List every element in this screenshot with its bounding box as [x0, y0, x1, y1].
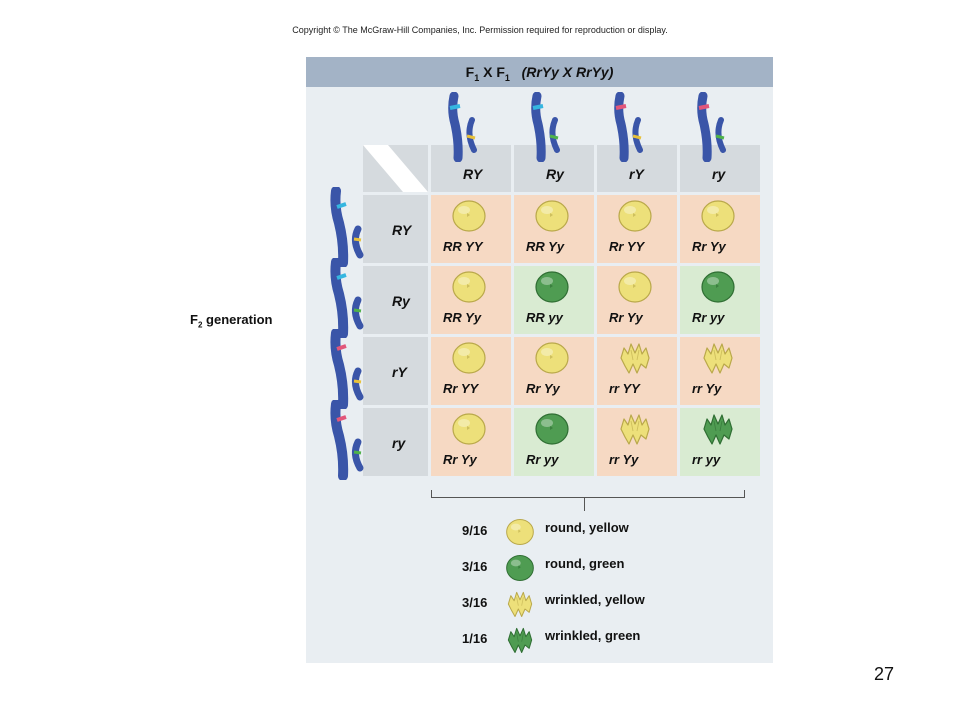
chromosome-icon	[330, 258, 380, 338]
gamete-row-label: Ry	[392, 293, 410, 309]
grid-corner	[363, 145, 428, 192]
legend-label: wrinkled, green	[545, 628, 641, 643]
round-yellow-pea-icon	[700, 198, 736, 234]
gamete-row-label: rY	[392, 364, 407, 380]
gamete-col-header	[431, 145, 511, 192]
round-yellow-pea-icon	[451, 198, 487, 234]
gamete-col-label: RY	[463, 166, 483, 182]
chromosome-icon	[330, 187, 380, 267]
legend-fraction: 3/16	[462, 559, 488, 574]
gamete-col-header	[597, 145, 677, 192]
round-yellow-pea-icon	[617, 198, 653, 234]
genotype-label: rr YY	[609, 381, 640, 396]
round-yellow-pea-icon	[451, 340, 487, 376]
round-yellow-pea-icon	[617, 269, 653, 305]
wrinkled-yellow-pea-icon	[700, 340, 736, 376]
genotype-label: Rr Yy	[443, 452, 477, 467]
gamete-col-label: ry	[712, 166, 726, 182]
round-yellow-pea-icon	[451, 411, 487, 447]
gamete-row-label: ry	[392, 435, 406, 451]
gamete-row-header	[363, 195, 428, 263]
round-green-pea-icon	[505, 553, 535, 583]
wrinkled-green-pea-icon	[700, 411, 736, 447]
gamete-row-header	[363, 266, 428, 334]
wrinkled-yellow-pea-icon	[617, 411, 653, 447]
slide-number: 27	[874, 664, 895, 684]
wrinkled-yellow-pea-icon	[617, 340, 653, 376]
genotype-label: rr yy	[692, 452, 721, 467]
cross-title: F1 X F1 (RrYy X RrYy)	[465, 64, 614, 83]
legend-fraction: 1/16	[462, 631, 488, 646]
chromosome-icon	[330, 400, 380, 480]
genotype-label: RR Yy	[526, 239, 565, 254]
chromosome-icon	[695, 92, 739, 162]
round-yellow-pea-icon	[534, 198, 570, 234]
round-green-pea-icon	[700, 269, 736, 305]
genotype-label: Rr YY	[609, 239, 645, 254]
legend-fraction: 3/16	[462, 595, 488, 610]
gamete-col-header	[514, 145, 594, 192]
gamete-row-header	[363, 408, 428, 476]
genotype-label: RR Yy	[443, 310, 482, 325]
panel-header: F1 X F1 (RrYy X RrYy)	[306, 57, 773, 87]
genotype-label: Rr YY	[443, 381, 479, 396]
genotype-label: Rr Yy	[526, 381, 560, 396]
gamete-row-header	[363, 337, 428, 405]
genotype-label: RR YY	[443, 239, 483, 254]
round-yellow-pea-icon	[451, 269, 487, 305]
round-green-pea-icon	[534, 269, 570, 305]
legend-label: round, yellow	[545, 520, 629, 535]
copyright-notice: Copyright © The McGraw-Hill Companies, I…	[292, 25, 668, 35]
genotype-label: Rr Yy	[609, 310, 643, 325]
wrinkled-green-pea-icon	[505, 625, 535, 655]
genotype-label: RR yy	[526, 310, 563, 325]
legend-label: wrinkled, yellow	[545, 592, 645, 607]
wrinkled-yellow-pea-icon	[505, 589, 535, 619]
genotype-label: Rr yy	[692, 310, 725, 325]
genotype-label: rr Yy	[692, 381, 722, 396]
chromosome-icon	[612, 92, 656, 162]
round-green-pea-icon	[534, 411, 570, 447]
round-yellow-pea-icon	[534, 340, 570, 376]
gamete-col-header	[680, 145, 760, 192]
round-yellow-pea-icon	[505, 517, 535, 547]
chromosome-icon	[330, 329, 380, 409]
genotype-label: rr Yy	[609, 452, 639, 467]
gamete-row-label: RY	[392, 222, 412, 238]
gamete-col-label: rY	[629, 166, 644, 182]
genotype-label: Rr Yy	[692, 239, 726, 254]
genotype-label: Rr yy	[526, 452, 559, 467]
f2-generation-label: F2 generation	[190, 312, 273, 330]
chromosome-icon	[446, 92, 490, 162]
legend-label: round, green	[545, 556, 625, 571]
bracket	[431, 497, 745, 498]
chromosome-icon	[529, 92, 573, 162]
gamete-col-label: Ry	[546, 166, 564, 182]
legend-fraction: 9/16	[462, 523, 488, 538]
